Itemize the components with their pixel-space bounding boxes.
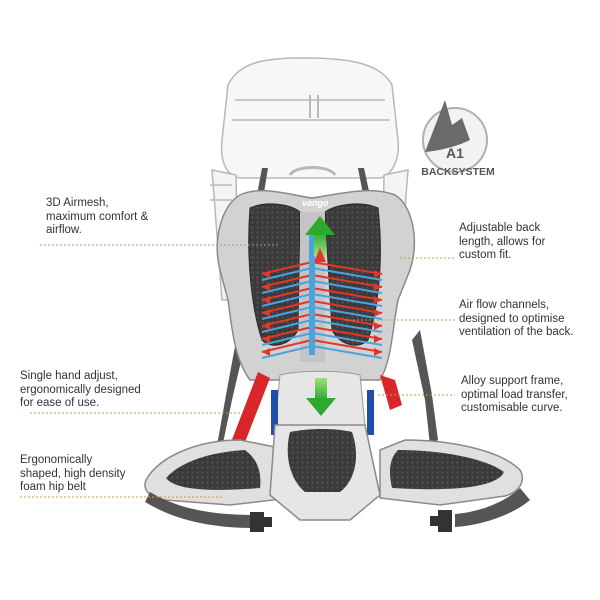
load-down-arrow (306, 378, 336, 416)
airflow-line-red (311, 300, 383, 314)
airflow-arrowhead (262, 270, 270, 278)
leader-lines (20, 244, 455, 498)
brand-logo: vango (302, 198, 329, 208)
badge-line1: A1 (446, 145, 464, 161)
spine-red-arrow (314, 248, 326, 262)
airflow-line-red (311, 339, 383, 353)
air-flow-channels (261, 261, 383, 359)
airflow-arrowhead (374, 335, 382, 343)
airflow-arrowhead (262, 335, 270, 343)
badge-line2: BACKSYSTEM (421, 166, 495, 178)
airflow-line-red (311, 287, 383, 301)
airflow-line-red (261, 300, 313, 314)
airflow-line-red (311, 274, 383, 288)
airflow-line-red (261, 287, 313, 301)
buckle-right (438, 510, 452, 532)
airflow-line-red (261, 339, 313, 353)
airflow-line-blue (261, 306, 313, 320)
airflow-line-red (261, 261, 313, 275)
a1-backsystem-badge: A1 BACKSYSTEM (421, 100, 495, 178)
callout-air-flow: Air flow channels, designed to optimise … (459, 299, 574, 338)
airflow-line-red (261, 326, 313, 340)
airflow-line-blue (311, 306, 383, 320)
airflow-arrowhead (262, 296, 270, 304)
airflow-line-blue (261, 319, 313, 333)
airflow-arrowhead (262, 322, 270, 330)
hip-belt (144, 424, 530, 532)
callout-airmesh: 3D Airmesh, maximum comfort & airflow. (46, 197, 149, 236)
airflow-line-blue (311, 280, 383, 294)
spine-channel (309, 235, 315, 355)
airflow-arrowhead (374, 296, 382, 304)
airflow-line-blue (311, 267, 383, 281)
airflow-line-red (261, 274, 313, 288)
airflow-arrowhead (374, 309, 382, 317)
airflow-arrowhead (374, 348, 382, 356)
airflow-arrowhead (262, 283, 270, 291)
airflow-line-red (311, 261, 383, 275)
airflow-arrowhead (262, 348, 270, 356)
airflow-line-blue (261, 332, 313, 346)
airflow-line-red (261, 313, 313, 327)
left-mesh-pad (248, 203, 301, 346)
airflow-arrowhead (374, 322, 382, 330)
callout-hand-adjust: Single hand adjust, ergonomically design… (20, 370, 141, 409)
airflow-line-blue (261, 345, 313, 359)
callout-hip-belt: Ergonomically shaped, high density foam … (20, 454, 126, 493)
airflow-arrowhead (374, 283, 382, 291)
callout-back-length: Adjustable back length, allows for custo… (459, 222, 546, 261)
airflow-arrowhead (374, 270, 382, 278)
airflow-line-blue (311, 345, 383, 359)
airflow-line-blue (311, 319, 383, 333)
callout-alloy-frame: Alloy support frame, optimal load transf… (461, 375, 568, 414)
airflow-line-blue (311, 293, 383, 307)
airflow-line-blue (261, 280, 313, 294)
frame-rail-right (367, 390, 374, 435)
airflow-line-blue (261, 267, 313, 281)
hand-adjust-strap-right (380, 375, 402, 410)
airflow-line-red (311, 326, 383, 340)
frame-rail-left (271, 390, 278, 435)
hand-adjust-strap-left (228, 372, 270, 455)
airflow-arrowhead (262, 309, 270, 317)
airflow-line-blue (311, 332, 383, 346)
airflow-line-blue (261, 293, 313, 307)
buckle-left (250, 512, 264, 532)
mountain-bird-icon (425, 100, 470, 152)
airflow-up-arrow (305, 216, 335, 256)
